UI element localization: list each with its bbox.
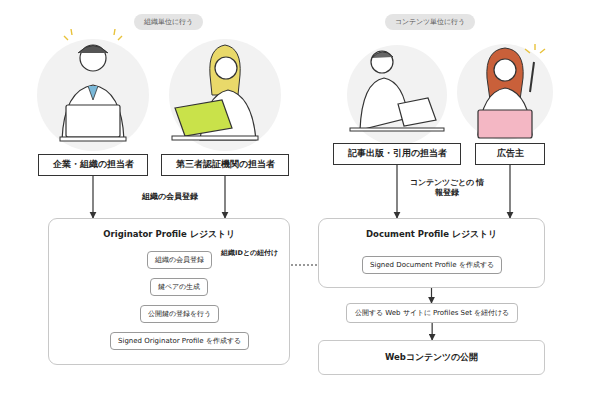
flow-arrow xyxy=(432,323,433,340)
node-text: 組織単位に行う xyxy=(144,17,193,27)
section-pill: 組織単位に行う xyxy=(134,14,203,30)
node-text: Document Profile レジストリ xyxy=(319,229,544,241)
flow-arrow xyxy=(224,176,225,218)
flow-arrow xyxy=(509,165,510,218)
node-text: 組織の会員登録 xyxy=(155,255,204,265)
role-box: 第三者認証機関の担当者 xyxy=(161,154,289,176)
process-box: 公開鍵の登録を行う xyxy=(140,305,219,323)
flow-note: 組織の会員登録 xyxy=(125,192,215,202)
flow-arrow xyxy=(396,165,397,218)
node-text: Signed Document Profile を作成する xyxy=(370,260,494,270)
node-text: コンテンツ単位に行う xyxy=(395,17,465,27)
flow-arrow xyxy=(92,176,93,218)
process-box: 組織の会員登録 xyxy=(147,251,212,269)
role-box: 広告主 xyxy=(475,143,545,165)
registry-box: Originator Profile レジストリ組織の会員登録鍵ペアの生成公開鍵… xyxy=(48,218,290,365)
process-box: Signed Originator Profile を作成する xyxy=(110,332,249,350)
flow-note: コンテンツごとの 情報登録 xyxy=(408,178,486,199)
result-box: Webコンテンツの公開 xyxy=(318,340,545,375)
node-text: 第三者認証機関の担当者 xyxy=(168,159,282,171)
node-text: Webコンテンツの公開 xyxy=(385,352,478,364)
process-box: Signed Document Profile を作成する xyxy=(362,256,502,274)
node-text: 記事出版・引用の担当者 xyxy=(340,148,454,160)
node-text: Signed Originator Profile を作成する xyxy=(118,336,241,346)
node-text: 公開鍵の登録を行う xyxy=(148,309,211,319)
flow-arrow xyxy=(431,288,432,303)
person-figure xyxy=(457,44,553,140)
section-pill: コンテンツ単位に行う xyxy=(385,14,475,30)
person-figure xyxy=(347,45,447,145)
role-box: 記事出版・引用の担当者 xyxy=(333,143,461,165)
node-text: 企業・組織の担当者 xyxy=(45,159,141,171)
role-box: 企業・組織の担当者 xyxy=(38,154,148,176)
person-figure xyxy=(169,39,281,151)
process-box: 公開する Web サイトに Profiles Set を紐付ける xyxy=(346,303,518,323)
node-text: 広告主 xyxy=(482,148,538,160)
node-text: 鍵ペアの生成 xyxy=(158,282,200,292)
node-text: 公開する Web サイトに Profiles Set を紐付ける xyxy=(355,308,509,318)
node-text: Originator Profile レジストリ xyxy=(49,229,289,241)
registry-box: Document Profile レジストリ Signed Document Pr… xyxy=(318,218,545,288)
person-figure xyxy=(37,29,149,151)
process-box: 鍵ペアの生成 xyxy=(150,278,208,296)
edge-label: 組織IDとの紐付け xyxy=(219,249,280,258)
